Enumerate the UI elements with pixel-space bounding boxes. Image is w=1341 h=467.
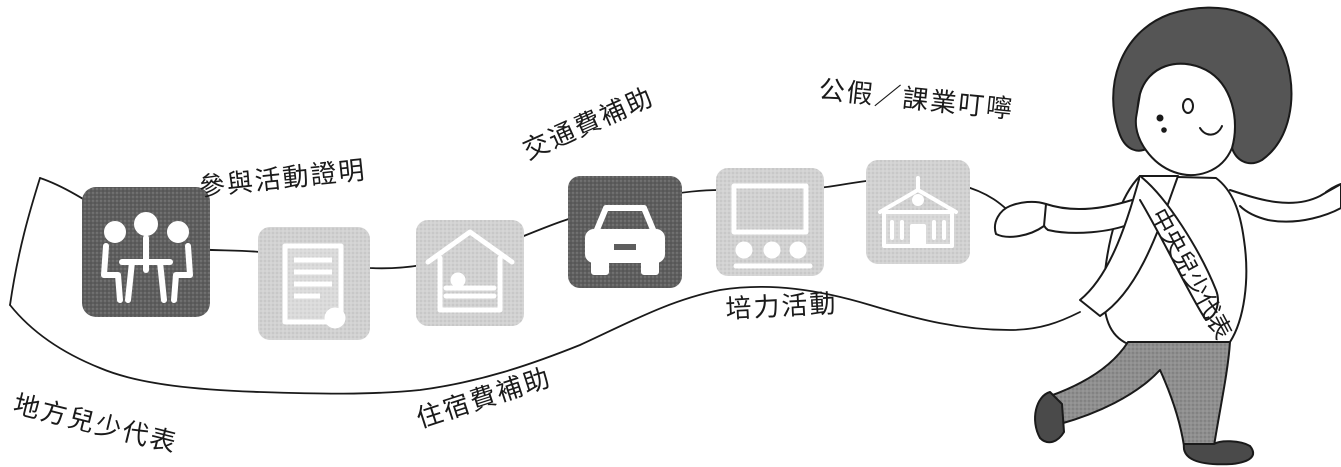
label-training-activity: 培力活動 (725, 289, 838, 325)
character (994, 6, 1341, 466)
meeting-icon (82, 187, 210, 317)
car-icon (568, 176, 682, 288)
label-lodging-subsidy: 住宿費補助 (413, 363, 555, 435)
label-leave-reminder: 公假／課業叮嚀 (817, 75, 1015, 125)
bed-icon (416, 220, 524, 326)
right-shoe (1182, 440, 1255, 466)
label-transport-subsidy: 交通費補助 (519, 82, 659, 166)
school-icon (866, 160, 970, 264)
certificate-icon (258, 227, 370, 340)
workshop-icon (716, 168, 824, 276)
face (1134, 62, 1236, 176)
label-local-rep: 地方兒少代表 (10, 390, 180, 460)
left-shoe (1034, 391, 1065, 444)
icon-tiles (82, 160, 970, 340)
label-participation-proof: 參與活動證明 (198, 156, 368, 203)
pants (1049, 341, 1231, 447)
